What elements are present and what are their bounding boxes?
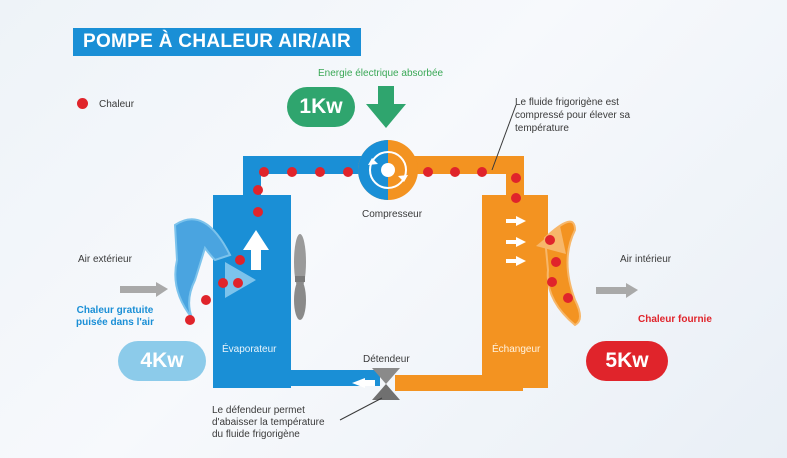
legend-heat-label: Chaleur (99, 99, 135, 110)
blue-pipe-top (243, 156, 370, 200)
outside-air-arrow-icon (120, 282, 168, 297)
free-heat-value-badge: 4Kw (118, 341, 206, 381)
exchanger-box (482, 195, 548, 388)
expander-note-line: du fluide frigorigène (212, 429, 300, 440)
up-arrow-icon (243, 230, 269, 270)
inside-air-arrow-icon (596, 283, 638, 298)
heat-dots (185, 167, 573, 325)
heat-dot (253, 185, 263, 195)
compressor-label: Compresseur (362, 209, 423, 220)
free-heat-label: Chaleur gratuite puisée dans l'air (70, 305, 160, 329)
heat-dot (235, 255, 245, 265)
heat-dot (450, 167, 460, 177)
diagram-title: POMPE À CHALEUR AIR/AIR (73, 28, 361, 56)
heat-dot (185, 315, 195, 325)
compressor-note-line: compressé pour élever sa (515, 110, 631, 121)
heat-output-value-badge: 5Kw (586, 341, 668, 381)
heat-dot (477, 167, 487, 177)
energy-label: Energie électrique absorbée (318, 68, 444, 79)
exchanger-arrows-icon (506, 216, 526, 266)
expander-callout-line (339, 397, 383, 421)
heat-dot (551, 257, 561, 267)
legend-heat-dot (77, 98, 88, 109)
heat-dot (201, 295, 211, 305)
fan-icon (294, 234, 306, 320)
compressor-callout-line (491, 104, 517, 171)
evaporator-label: Évaporateur (222, 344, 277, 355)
evaporator-box (213, 195, 291, 388)
expander-note-line: d'abaisser la température (212, 417, 325, 428)
heat-dot (218, 278, 228, 288)
exchanger-label: Échangeur (492, 344, 541, 355)
heat-dot (343, 167, 353, 177)
energy-value-badge: 1Kw (287, 87, 355, 127)
heat-dot (233, 278, 243, 288)
heat-dot (511, 173, 521, 183)
compressor-note-line: Le fluide frigorigène est (515, 97, 619, 108)
heat-dot (545, 235, 555, 245)
heat-dot (511, 193, 521, 203)
heat-output-label: Chaleur fournie (638, 314, 712, 325)
compressor-note-line: température (515, 123, 569, 134)
heat-dot (423, 167, 433, 177)
energy-arrow-icon (366, 86, 406, 128)
expander-note-line: Le défendeur permet (212, 405, 305, 416)
expansion-valve-icon (352, 368, 400, 400)
outside-air-label: Air extérieur (78, 254, 132, 265)
heat-dot (315, 167, 325, 177)
expander-note: Le défendeur permet d'abaisser la tempér… (212, 405, 325, 441)
expander-label: Détendeur (363, 354, 410, 365)
heat-dot (287, 167, 297, 177)
heat-dot (253, 207, 263, 217)
compressor-note: Le fluide frigorigène est compressé pour… (515, 96, 630, 135)
free-heat-line: puisée dans l'air (76, 317, 154, 328)
orange-pipe-top (405, 156, 524, 200)
heat-dot (547, 277, 557, 287)
heat-dot (259, 167, 269, 177)
compressor-icon (358, 140, 418, 200)
free-heat-line: Chaleur gratuite (76, 305, 154, 316)
heat-dot (563, 293, 573, 303)
inside-air-label: Air intérieur (620, 254, 672, 265)
